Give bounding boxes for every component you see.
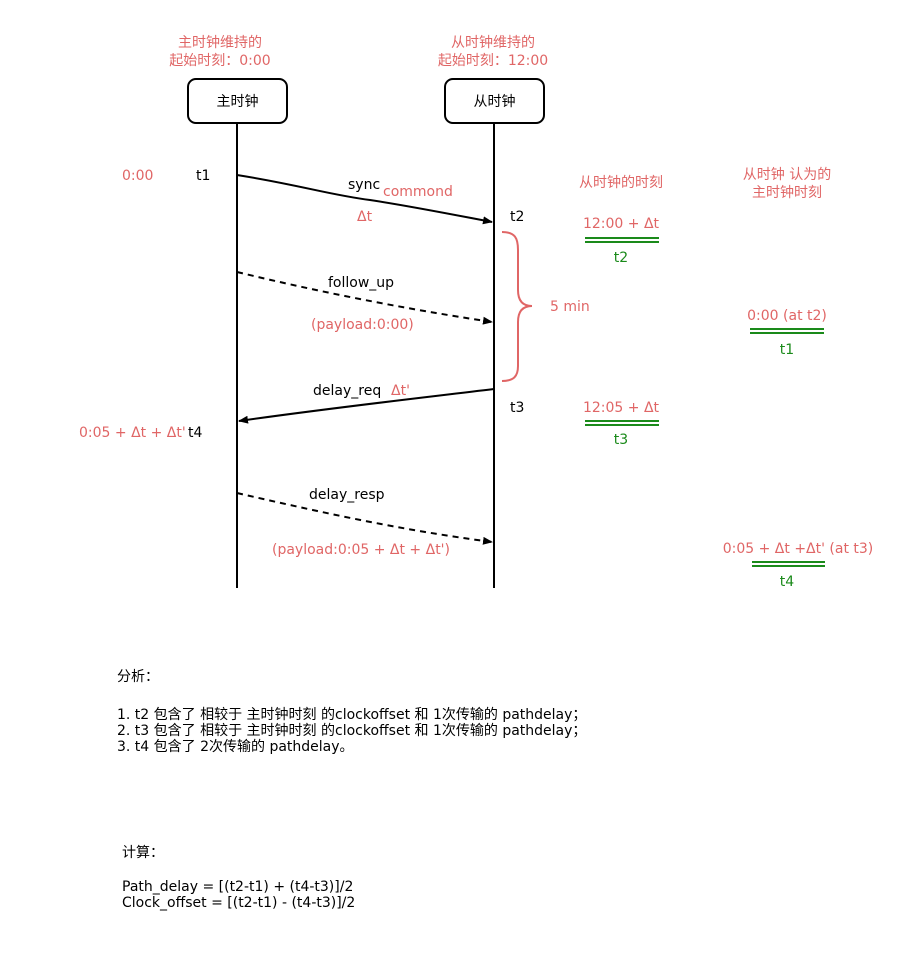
delay-req-label: delay_req [313,383,382,399]
master-time-label: 0:00 [122,168,154,184]
analysis-title: 分析： [117,669,159,685]
t3-label: t3 [510,400,525,416]
analysis-item: 2. t3 包含了 相较于 主时钟时刻 的clockoffset 和 1次传输的… [117,723,587,739]
t2-underline [585,237,659,243]
t4-label: t4 [188,425,203,441]
slave-time-header: 从时钟的时刻 [579,175,663,191]
master-clock-box: 主时钟 [187,78,288,124]
master-caption-line2: 起始时刻：0:00 [169,53,271,69]
calculation-title: 计算： [122,845,164,861]
t4-result-label: t4 [779,574,795,590]
follow-up-arrow [236,271,493,325]
interval-label: 5 min [550,299,590,315]
slave-clock-label: 从时钟 [473,94,516,110]
t1-label: t1 [196,168,211,184]
t1-underline [750,328,824,334]
delay-resp-arrow [236,492,493,545]
t1-result-label: t1 [779,342,795,358]
analysis-item: 1. t2 包含了 相较于 主时钟时刻 的clockoffset 和 1次传输的… [117,707,587,723]
analysis-item: 3. t4 包含了 2次传输的 pathdelay。 [117,739,354,755]
path-delay-formula: Path_delay = [(t2-t1) + (t4-t3)]/2 [122,879,354,895]
master-caption-line1: 主时钟维持的 [178,35,262,51]
slave-caption-line2: 起始时刻：12:00 [437,53,549,69]
delay-resp-payload: (payload:0:05 + Δt + Δt') [272,542,450,558]
slave-view-header-line1: 从时钟 认为的 [742,167,832,183]
master-clock-label: 主时钟 [216,94,259,110]
follow-up-payload: (payload:0:00) [311,317,414,333]
sync-arrow [236,174,493,225]
follow-up-label: follow_up [328,275,395,291]
t4-value: 0:05 + Δt +Δt' (at t3) [722,541,874,557]
sync-label: sync [348,177,381,193]
sync-note: commond [383,184,453,200]
calculation-section: 计算： Path_delay = [(t2-t1) + (t4-t3)]/2 C… [122,845,355,911]
t3-underline [585,420,659,426]
slave-clock-box: 从时钟 [444,78,545,124]
sync-delta: Δt [357,209,373,225]
slave-caption-line1: 从时钟维持的 [451,35,535,51]
t3-result-label: t3 [613,432,629,448]
t1-value: 0:00 (at t2) [747,308,827,324]
t4-underline [752,561,825,567]
t3-value: 12:05 + Δt [582,400,660,416]
t2-value: 12:00 + Δt [582,216,660,232]
t2-label: t2 [510,209,525,225]
delay-req-delta: Δt' [391,383,410,399]
analysis-section: 分析： 1. t2 包含了 相较于 主时钟时刻 的clockoffset 和 1… [117,669,586,755]
delay-resp-label: delay_resp [309,487,385,503]
slave-view-header-line2: 主时钟时刻 [752,185,822,201]
t2-result-label: t2 [613,250,629,266]
clock-offset-formula: Clock_offset = [(t2-t1) - (t4-t3)]/2 [122,895,356,911]
delay-req-arrow [238,388,495,424]
t4-time-label: 0:05 + Δt + Δt' [79,425,186,441]
interval-brace [501,231,533,382]
